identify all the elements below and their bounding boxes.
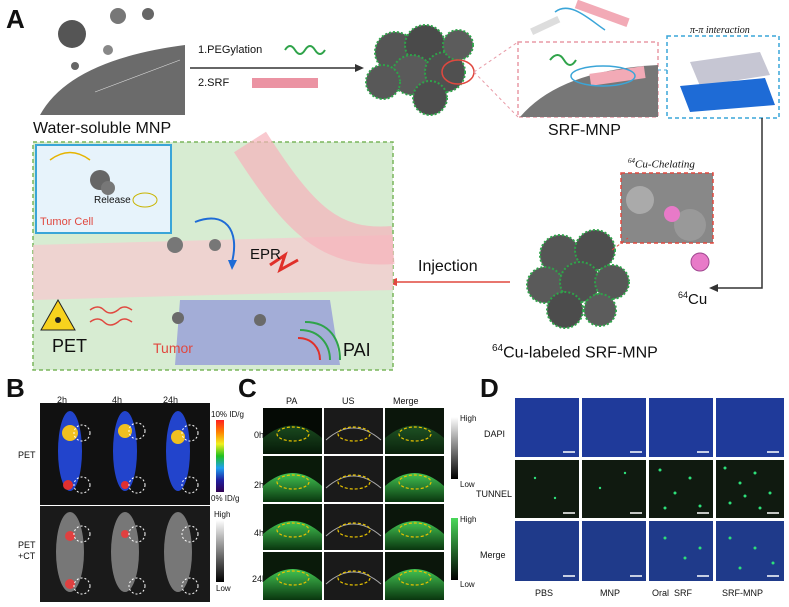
panel-a-illustration [32, 0, 780, 371]
epr-arrow [194, 217, 236, 263]
cu-ion-icon [690, 252, 710, 272]
sphere-icon [142, 8, 154, 20]
d-col-mnp: MNP [600, 588, 620, 598]
cu-arrow [718, 118, 763, 289]
panel-letter-b: B [6, 373, 25, 403]
labeled-text: Cu-labeled SRF-MNP [503, 344, 658, 362]
d-col-pbs: PBS [535, 588, 554, 598]
labeled-cluster [526, 229, 630, 329]
d-fluorescence-grid [515, 398, 784, 581]
c-col-merge: Merge [393, 396, 419, 406]
us-colorbar [451, 417, 458, 479]
d-col-srf-mnp: SRF-MNP [722, 588, 763, 598]
b-time-24h: 24h [163, 395, 179, 405]
step2-label: 2.SRF [198, 77, 230, 89]
srf-mnp-label: SRF-MNP [548, 122, 621, 139]
radiation-icon [40, 298, 76, 331]
b-time-4h: 4h [112, 395, 123, 405]
pai-label: PAI [343, 340, 371, 360]
us-scale-bottom: Low [460, 480, 475, 489]
pa-scale-top: High [460, 515, 477, 524]
ct-scale-bottom: Low [216, 584, 231, 593]
pet-label: PET [52, 336, 88, 356]
cu-chelating-label: 64Cu-Chelating [628, 157, 695, 171]
b-row-pet-ct: PET +CT [18, 540, 36, 561]
c-col-pa: PA [286, 396, 298, 406]
sphere-icon [103, 45, 113, 55]
us-scale-top: High [460, 414, 477, 423]
c-col-us: US [342, 396, 355, 406]
c-row-0h: 0h [254, 430, 265, 440]
c-row-24h: 24h [252, 574, 268, 584]
d-row-tunnel: TUNNEL [476, 489, 513, 499]
cu-chelating-text: Cu-Chelating [635, 158, 695, 171]
d-row-merge: Merge [480, 550, 506, 560]
pi-interaction-label: π-π interaction [690, 25, 750, 36]
panel-letter-a: A [6, 4, 25, 34]
pet-image [40, 403, 210, 505]
blood-vessel [33, 235, 393, 300]
pet-colorbar [216, 420, 224, 492]
pa-colorbar [451, 518, 458, 580]
cu-label-text: Cu [688, 291, 708, 308]
sphere-icon [71, 62, 79, 70]
tumor-label: Tumor [153, 340, 193, 356]
c-row-2h: 2h [254, 480, 265, 490]
b-row-pet: PET [18, 450, 36, 460]
d-col-oral-srf: Oral SRF [652, 588, 693, 598]
pa-scale-bottom: Low [460, 580, 475, 589]
step1-label: 1.PEGylation [198, 44, 263, 56]
ct-scale-top: High [214, 510, 231, 519]
mnp-label: Water-soluble MNP [33, 120, 172, 137]
pet-ct-image [40, 506, 210, 602]
tumor-tissue [175, 300, 340, 365]
pet-scale-top: 10% ID/g [211, 410, 244, 419]
srf-mnp-cluster [365, 24, 474, 116]
labeled-srf-mnp-label: 64Cu-labeled SRF-MNP [492, 343, 658, 362]
sphere-icon [58, 20, 86, 48]
mnp-surface [40, 45, 185, 115]
panel-letter-c: C [238, 373, 257, 403]
cu-atom-icon [664, 206, 680, 222]
ct-colorbar [216, 520, 224, 582]
cu-label-sup: 64 [678, 290, 689, 300]
cu-chelating-sup: 64 [628, 157, 635, 165]
pa-us-grid [263, 408, 444, 600]
srf-molecule-icon [252, 78, 318, 88]
release-label: Release [94, 195, 131, 206]
tumor-cell-label: Tumor Cell [40, 216, 94, 228]
panel-letter-d: D [480, 373, 499, 403]
injection-label: Injection [418, 258, 478, 275]
cu-label: 64Cu [678, 290, 707, 308]
labeled-sup: 64 [492, 343, 504, 354]
epr-label: EPR [250, 246, 281, 263]
d-row-dapi: DAPI [484, 429, 506, 439]
pet-scale-bottom: 0% ID/g [211, 494, 240, 503]
b-time-2h: 2h [57, 395, 68, 405]
peg-chain-icon [284, 45, 326, 55]
laser-icon [269, 251, 299, 274]
sphere-icon [110, 8, 126, 24]
c-row-4h: 4h [254, 528, 265, 538]
